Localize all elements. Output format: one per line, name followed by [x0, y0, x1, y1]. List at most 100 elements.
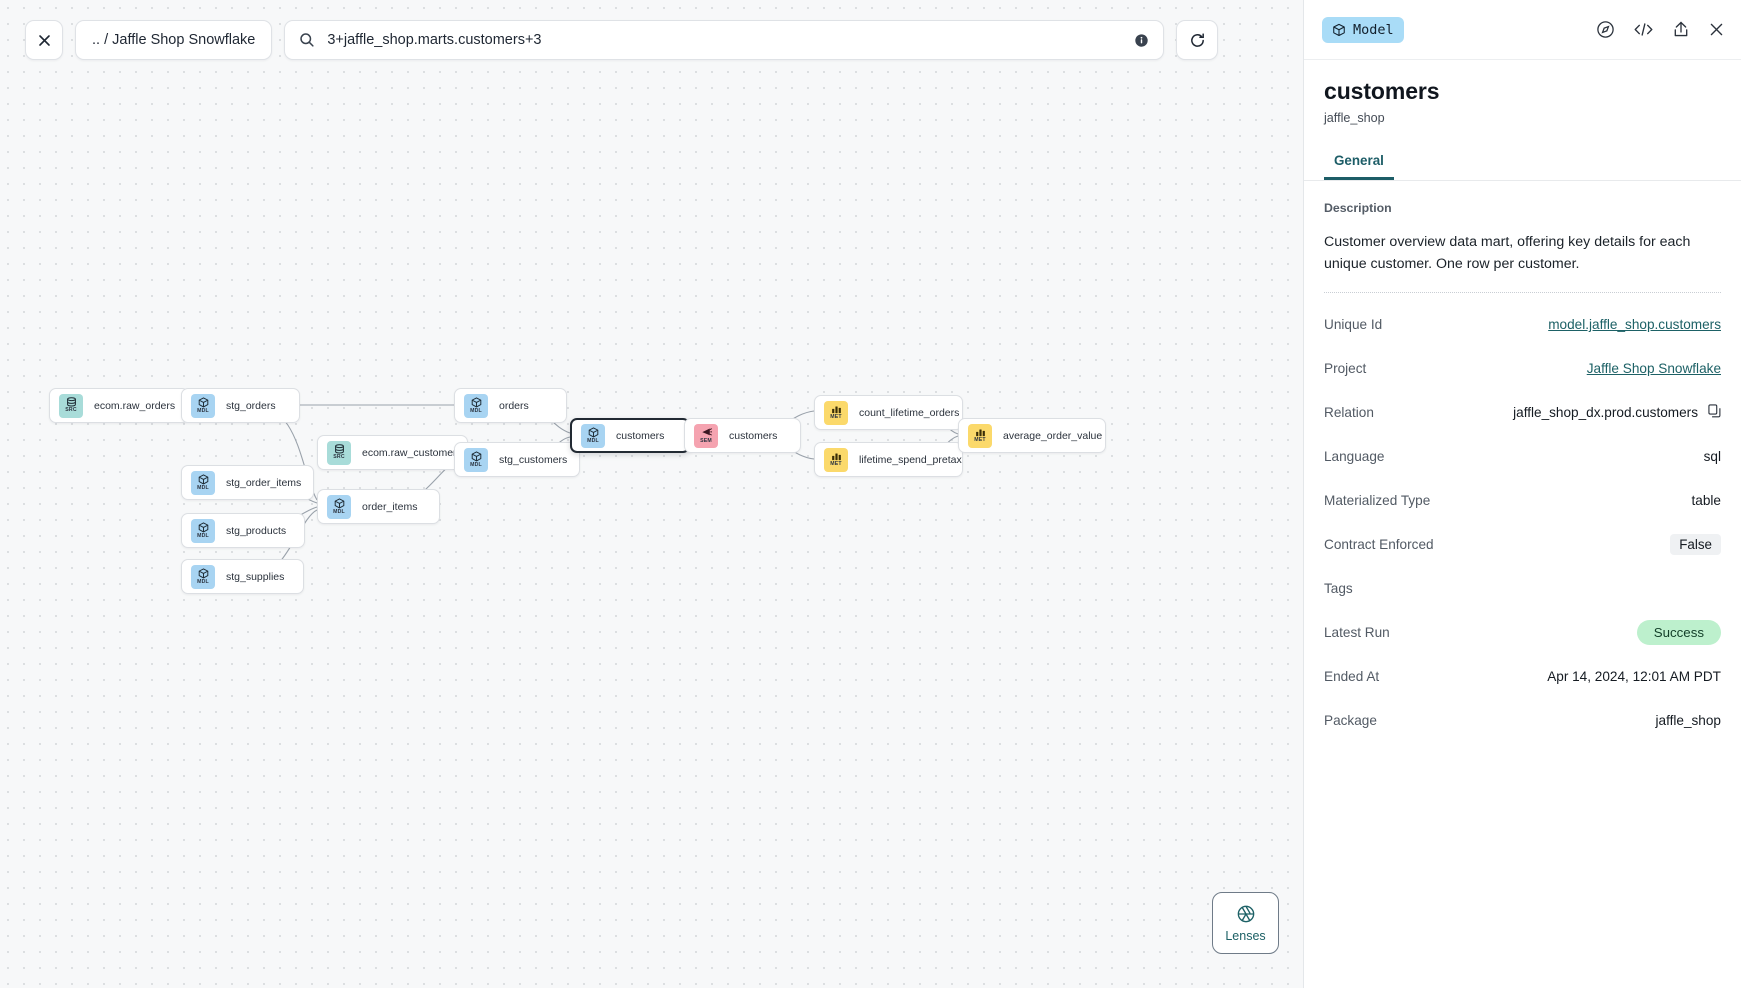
graph-node-lifetime_spend[interactable]: MET lifetime_spend_pretax — [814, 442, 963, 477]
graph-node-count_lifetime[interactable]: MET count_lifetime_orders — [814, 395, 963, 430]
property-value: table — [1691, 493, 1721, 509]
code-icon[interactable] — [1633, 20, 1654, 39]
graph-node-stg_order_items[interactable]: MDL stg_order_items — [181, 465, 314, 500]
graph-node-label: lifetime_spend_pretax — [859, 453, 962, 466]
property-key: Latest Run — [1324, 625, 1390, 641]
sem-type-icon: SEM — [694, 423, 718, 448]
canvas-toolbar: .. / Jaffle Shop Snowflake 3+jaffle_shop… — [25, 20, 1219, 60]
graph-node-label: stg_customers — [499, 453, 568, 466]
graph-node-label: stg_products — [226, 524, 287, 537]
graph-node-label: orders — [499, 399, 529, 412]
mdl-type-icon: MDL — [327, 494, 351, 519]
refresh-icon — [1189, 32, 1206, 49]
close-graph-button[interactable] — [25, 20, 63, 60]
property-row: Unique Id model.jaffle_shop.customers — [1324, 309, 1721, 341]
property-key: Materialized Type — [1324, 493, 1431, 509]
graph-node-ecom_raw_customers[interactable]: SRC ecom.raw_customers — [317, 435, 468, 470]
panel-header-actions — [1596, 20, 1725, 39]
graph-node-label: customers — [616, 429, 665, 442]
property-row: Tags — [1324, 573, 1721, 605]
breadcrumb-label: .. / Jaffle Shop Snowflake — [92, 32, 256, 48]
mdl-type-icon: MDL — [191, 564, 215, 589]
graph-node-label: customers — [729, 429, 778, 442]
property-value: sql — [1703, 449, 1721, 465]
info-icon[interactable] — [1134, 33, 1149, 48]
close-icon — [37, 33, 52, 48]
close-icon[interactable] — [1708, 21, 1725, 38]
src-type-icon: SRC — [327, 440, 351, 465]
graph-node-label: stg_orders — [226, 399, 276, 412]
graph-node-label: count_lifetime_orders — [859, 406, 960, 419]
property-row: Contract Enforced False — [1324, 529, 1721, 561]
search-icon — [299, 32, 315, 48]
search-input[interactable]: 3+jaffle_shop.marts.customers+3 — [327, 32, 542, 48]
details-panel: Model — [1303, 0, 1741, 988]
graph-node-label: ecom.raw_customers — [362, 446, 462, 459]
mdl-type-icon: MDL — [191, 518, 215, 543]
property-value[interactable]: Jaffle Shop Snowflake — [1586, 361, 1721, 377]
property-value[interactable]: model.jaffle_shop.customers — [1548, 317, 1721, 333]
property-value[interactable]: jaffle_shop_dx.prod.customers — [1513, 404, 1721, 421]
src-type-icon: SRC — [59, 393, 83, 418]
cube-icon — [1332, 23, 1346, 37]
panel-tabs: General — [1304, 145, 1741, 181]
compass-icon[interactable] — [1596, 20, 1615, 39]
graph-node-label: order_items — [362, 500, 418, 513]
panel-header: Model — [1304, 0, 1741, 60]
copy-icon[interactable] — [1708, 404, 1721, 421]
panel-title-block: customers jaffle_shop — [1304, 60, 1741, 125]
panel-subtitle: jaffle_shop — [1324, 111, 1385, 125]
graph-node-label: stg_supplies — [226, 570, 285, 583]
lineage-canvas[interactable]: .. / Jaffle Shop Snowflake 3+jaffle_shop… — [0, 0, 1303, 988]
property-value: False — [1670, 534, 1721, 556]
property-key: Project — [1324, 361, 1367, 377]
graph-node-ecom_raw_orders[interactable]: SRC ecom.raw_orders — [49, 388, 189, 423]
graph-node-stg_products[interactable]: MDL stg_products — [181, 513, 305, 548]
property-value: Apr 14, 2024, 12:01 AM PDT — [1547, 669, 1721, 685]
property-key: Unique Id — [1324, 317, 1383, 333]
graph-node-label: stg_order_items — [226, 476, 302, 489]
property-row: Project Jaffle Shop Snowflake — [1324, 353, 1721, 385]
refresh-button[interactable] — [1176, 20, 1219, 60]
mdl-type-icon: MDL — [464, 393, 488, 418]
breadcrumb[interactable]: .. / Jaffle Shop Snowflake — [75, 20, 273, 60]
lenses-button[interactable]: Lenses — [1212, 892, 1279, 954]
panel-body: Description Customer overview data mart,… — [1304, 181, 1741, 737]
met-type-icon: MET — [824, 400, 848, 425]
tab-general[interactable]: General — [1324, 145, 1394, 180]
graph-node-orders[interactable]: MDL orders — [454, 388, 567, 423]
graph-node-stg_orders[interactable]: MDL stg_orders — [181, 388, 300, 423]
graph-node-label: ecom.raw_orders — [94, 399, 176, 412]
description-label: Description — [1324, 201, 1392, 215]
property-value: jaffle_shop — [1655, 713, 1721, 729]
relation-link[interactable]: jaffle_shop_dx.prod.customers — [1513, 405, 1698, 421]
graph-node-customers_semantic[interactable]: SEM customers — [684, 418, 801, 453]
description-text: Customer overview data mart, offering ke… — [1324, 231, 1721, 293]
page-title: customers — [1324, 78, 1440, 104]
property-key: Tags — [1324, 581, 1353, 597]
met-type-icon: MET — [824, 447, 848, 472]
property-value[interactable]: Success — [1636, 620, 1721, 646]
property-key: Package — [1324, 713, 1377, 729]
property-key: Contract Enforced — [1324, 537, 1434, 553]
resource-kind-badge: Model — [1322, 16, 1404, 43]
property-row: Latest Run Success — [1324, 617, 1721, 649]
mdl-type-icon: MDL — [191, 470, 215, 495]
graph-node-order_items[interactable]: MDL order_items — [317, 489, 440, 524]
property-row: Package jaffle_shop — [1324, 705, 1721, 737]
resource-kind-label: Model — [1353, 21, 1394, 38]
search-bar[interactable]: 3+jaffle_shop.marts.customers+3 — [284, 20, 1165, 60]
mdl-type-icon: MDL — [191, 393, 215, 418]
share-icon[interactable] — [1672, 20, 1690, 39]
status-badge[interactable]: Success — [1636, 620, 1721, 646]
met-type-icon: MET — [968, 423, 992, 448]
graph-node-stg_supplies[interactable]: MDL stg_supplies — [181, 559, 304, 594]
